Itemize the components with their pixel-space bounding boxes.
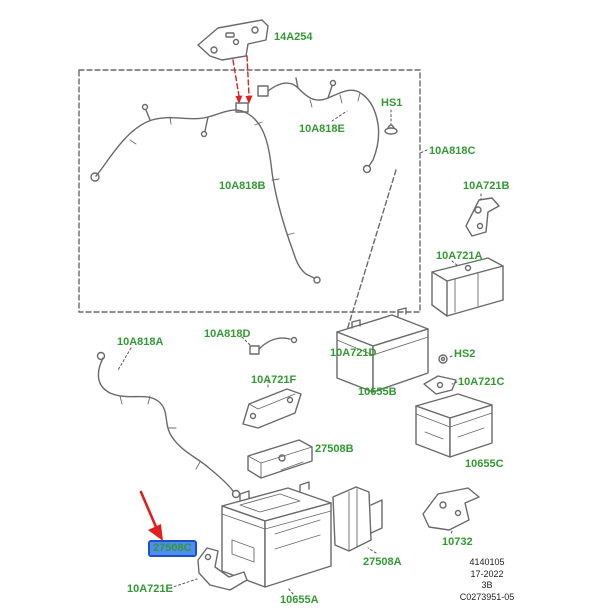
part-label-10655A[interactable]: 10655A: [280, 594, 319, 606]
footer-line: 3B: [481, 580, 493, 590]
clamp-10A721E-drawing: [169, 547, 248, 591]
part-label-10A721E[interactable]: 10A721E: [127, 583, 173, 595]
part-label-10A818B[interactable]: 10A818B: [219, 180, 266, 192]
footer-line: 17-2022: [470, 568, 504, 579]
bracket-14A254-drawing: [197, 19, 269, 104]
bracket-10A721F-drawing: [242, 379, 302, 429]
selection-pointer-arrow: [139, 490, 163, 541]
part-label-10A721A[interactable]: 10A721A: [436, 250, 483, 262]
part-label-HS2[interactable]: HS2: [454, 348, 476, 360]
battery-10655B-drawing: [336, 307, 429, 393]
tray-27508B-drawing: [247, 439, 313, 479]
bracket-10A721C-drawing: [423, 375, 458, 395]
battery-10655C-drawing: [415, 393, 493, 458]
part-label-10A818D[interactable]: 10A818D: [204, 328, 251, 340]
part-label-27508C-selected[interactable]: 27508C: [148, 540, 197, 557]
cover-27508A-drawing: [332, 486, 383, 554]
battery-10655A-drawing: [221, 481, 332, 595]
grommet-HS1-drawing: [384, 109, 398, 135]
part-label-10A721C[interactable]: 10A721C: [458, 376, 505, 388]
part-label-HS1[interactable]: HS1: [381, 97, 403, 109]
harness-10A818C-drawing: [257, 77, 380, 174]
part-label-10732[interactable]: 10732: [442, 536, 473, 548]
part-label-10A818E[interactable]: 10A818E: [299, 123, 345, 135]
dashed-boundary-box: [78, 69, 421, 313]
harness-10A818B-drawing: [90, 102, 321, 284]
part-label-27508B[interactable]: 27508B: [315, 443, 354, 455]
bracket-10A721B-drawing: [465, 193, 500, 237]
footer-line: 4140105: [469, 557, 505, 567]
part-label-10A721D[interactable]: 10A721D: [330, 347, 377, 359]
part-label-14A254[interactable]: 14A254: [274, 31, 313, 43]
footer-codes: 4140105 17-2022 3B C0273951-05: [452, 557, 522, 603]
bracket-10732-drawing: [422, 487, 480, 536]
label-leader-lines: [117, 110, 428, 371]
wire-10A818D-drawing: [241, 336, 298, 355]
dashed-leader-line: [340, 169, 397, 351]
part-label-10A818C[interactable]: 10A818C: [429, 145, 476, 157]
part-label-10655B[interactable]: 10655B: [358, 386, 397, 398]
part-label-10A721B[interactable]: 10A721B: [463, 180, 510, 192]
part-label-10A721F[interactable]: 10A721F: [251, 374, 297, 386]
part-label-10655C[interactable]: 10655C: [465, 458, 504, 470]
bracket-10A721A-drawing: [431, 257, 504, 317]
part-label-27508A[interactable]: 27508A: [363, 556, 402, 568]
part-label-10A818A[interactable]: 10A818A: [117, 336, 164, 348]
nut-HS2-drawing: [438, 354, 453, 364]
cable-10A818A-drawing: [96, 351, 241, 499]
footer-line: C0273951-05: [459, 591, 515, 602]
